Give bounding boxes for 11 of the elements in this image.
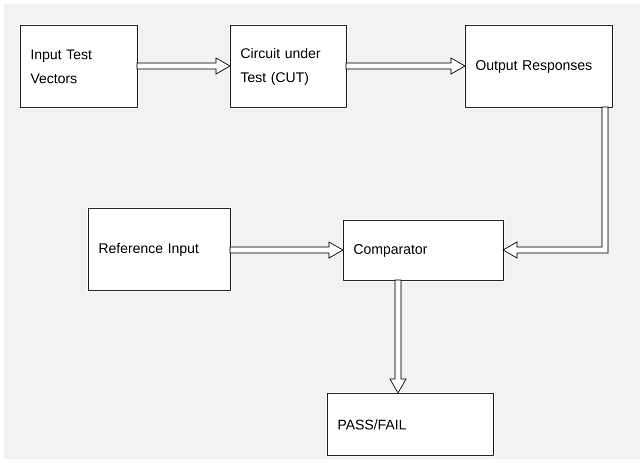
process-box: Circuit under Test (CUT): [230, 25, 347, 108]
arrow: [346, 57, 466, 75]
arrow: [502, 106, 608, 259]
process-box: Comparator: [343, 220, 504, 281]
arrow: [136, 57, 231, 75]
arrow: [230, 241, 344, 259]
process-box: PASS/FAIL: [327, 393, 494, 456]
process-box: Input Test Vectors: [20, 25, 138, 108]
arrow: [389, 280, 407, 394]
process-box: Output Responses: [465, 25, 613, 108]
process-box: Reference Input: [88, 208, 231, 291]
